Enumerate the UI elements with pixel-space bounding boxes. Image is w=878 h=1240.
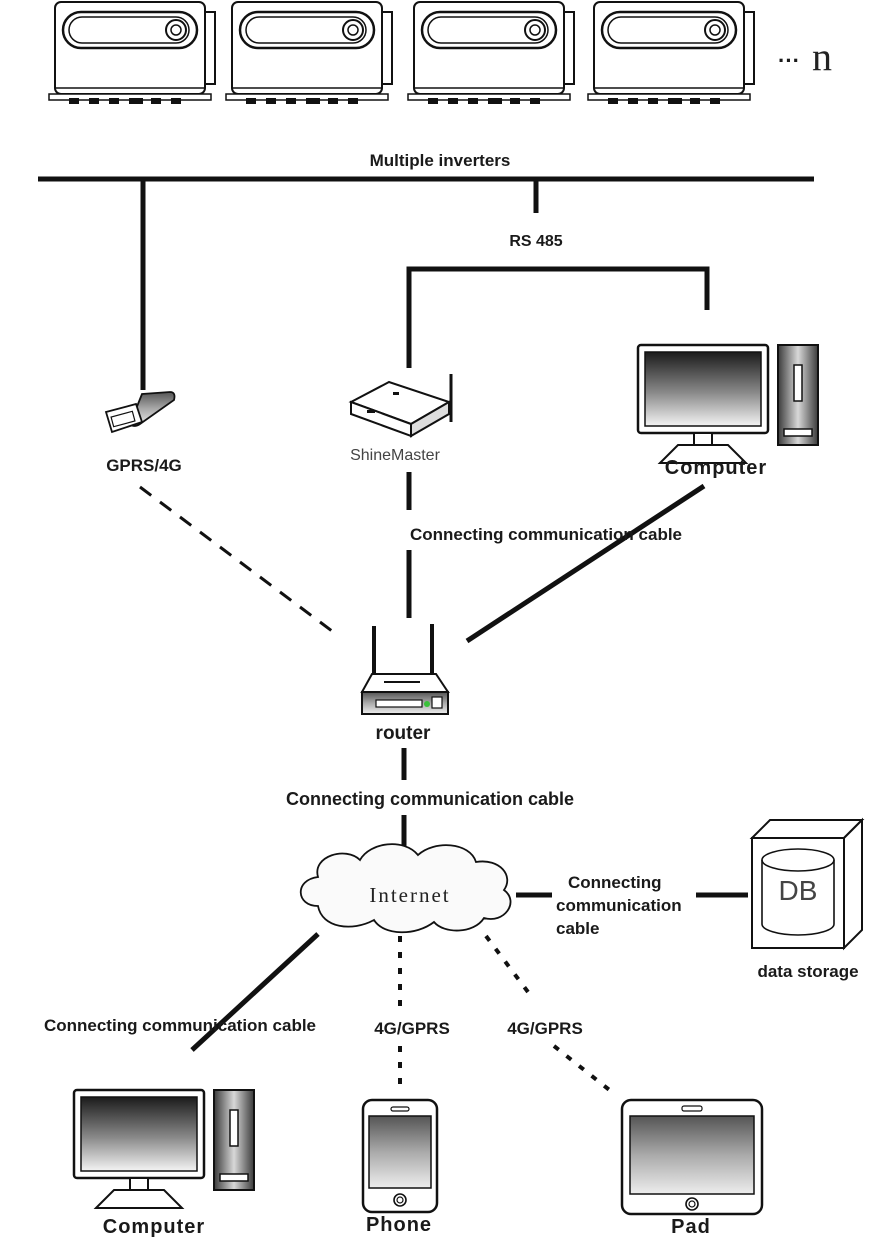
computer-bottom-label: Computer — [103, 1216, 205, 1238]
smartphone-icon — [361, 1098, 439, 1214]
gprs-pad-label: 4G/GPRS — [507, 1019, 583, 1038]
internet-cloud-icon — [299, 843, 512, 934]
gprs-router-dashed-link — [139, 485, 341, 639]
computer-top-label: Computer — [665, 457, 767, 479]
multiple-inverters-label: Multiple inverters — [370, 151, 511, 170]
pad-label: Pad — [671, 1216, 711, 1238]
internet-pad-link-lower — [552, 1044, 614, 1094]
phone-label: Phone — [366, 1214, 432, 1236]
cable-bottom-left-label: Connecting communication cable — [44, 1016, 316, 1035]
db-label: DB — [779, 875, 818, 906]
cable-db-label-line2: communication — [556, 896, 682, 915]
cable-top-label: Connecting communication cable — [410, 525, 682, 544]
router-label: router — [376, 723, 432, 744]
internet-pad-link-upper — [484, 934, 530, 994]
cable-db-label-line3: cable — [556, 919, 599, 938]
gprs-dongle-icon — [104, 391, 176, 434]
database-server-icon — [749, 817, 865, 951]
desktop-computer-icon — [72, 1088, 256, 1210]
gprs-phone-label: 4G/GPRS — [374, 1019, 450, 1038]
rs485-link-line — [406, 266, 710, 368]
data-storage-label: data storage — [757, 962, 858, 981]
inverter-icon — [47, 0, 217, 106]
wifi-router-icon — [360, 624, 450, 715]
desktop-computer-icon — [636, 343, 820, 465]
internet-computer-link — [190, 932, 320, 1052]
shinemaster-datalogger-icon — [348, 374, 453, 438]
gprs-4g-label: GPRS/4G — [106, 456, 182, 475]
cable-db-label-line1: Connecting — [568, 873, 662, 892]
computer-router-link — [465, 483, 706, 644]
inverter-icon — [224, 0, 394, 106]
shinemaster-label: ShineMaster — [350, 447, 440, 464]
inverter-icon — [586, 0, 756, 106]
rs485-label: RS 485 — [509, 233, 562, 250]
tablet-icon — [620, 1098, 764, 1216]
inverter-icon — [406, 0, 576, 106]
cable-router-label: Connecting communication cable — [286, 789, 574, 809]
internet-label: Internet — [369, 883, 450, 907]
inverter-row — [47, 0, 756, 106]
n-marker: n — [812, 34, 832, 79]
ellipsis-marker: ··· — [778, 48, 800, 73]
